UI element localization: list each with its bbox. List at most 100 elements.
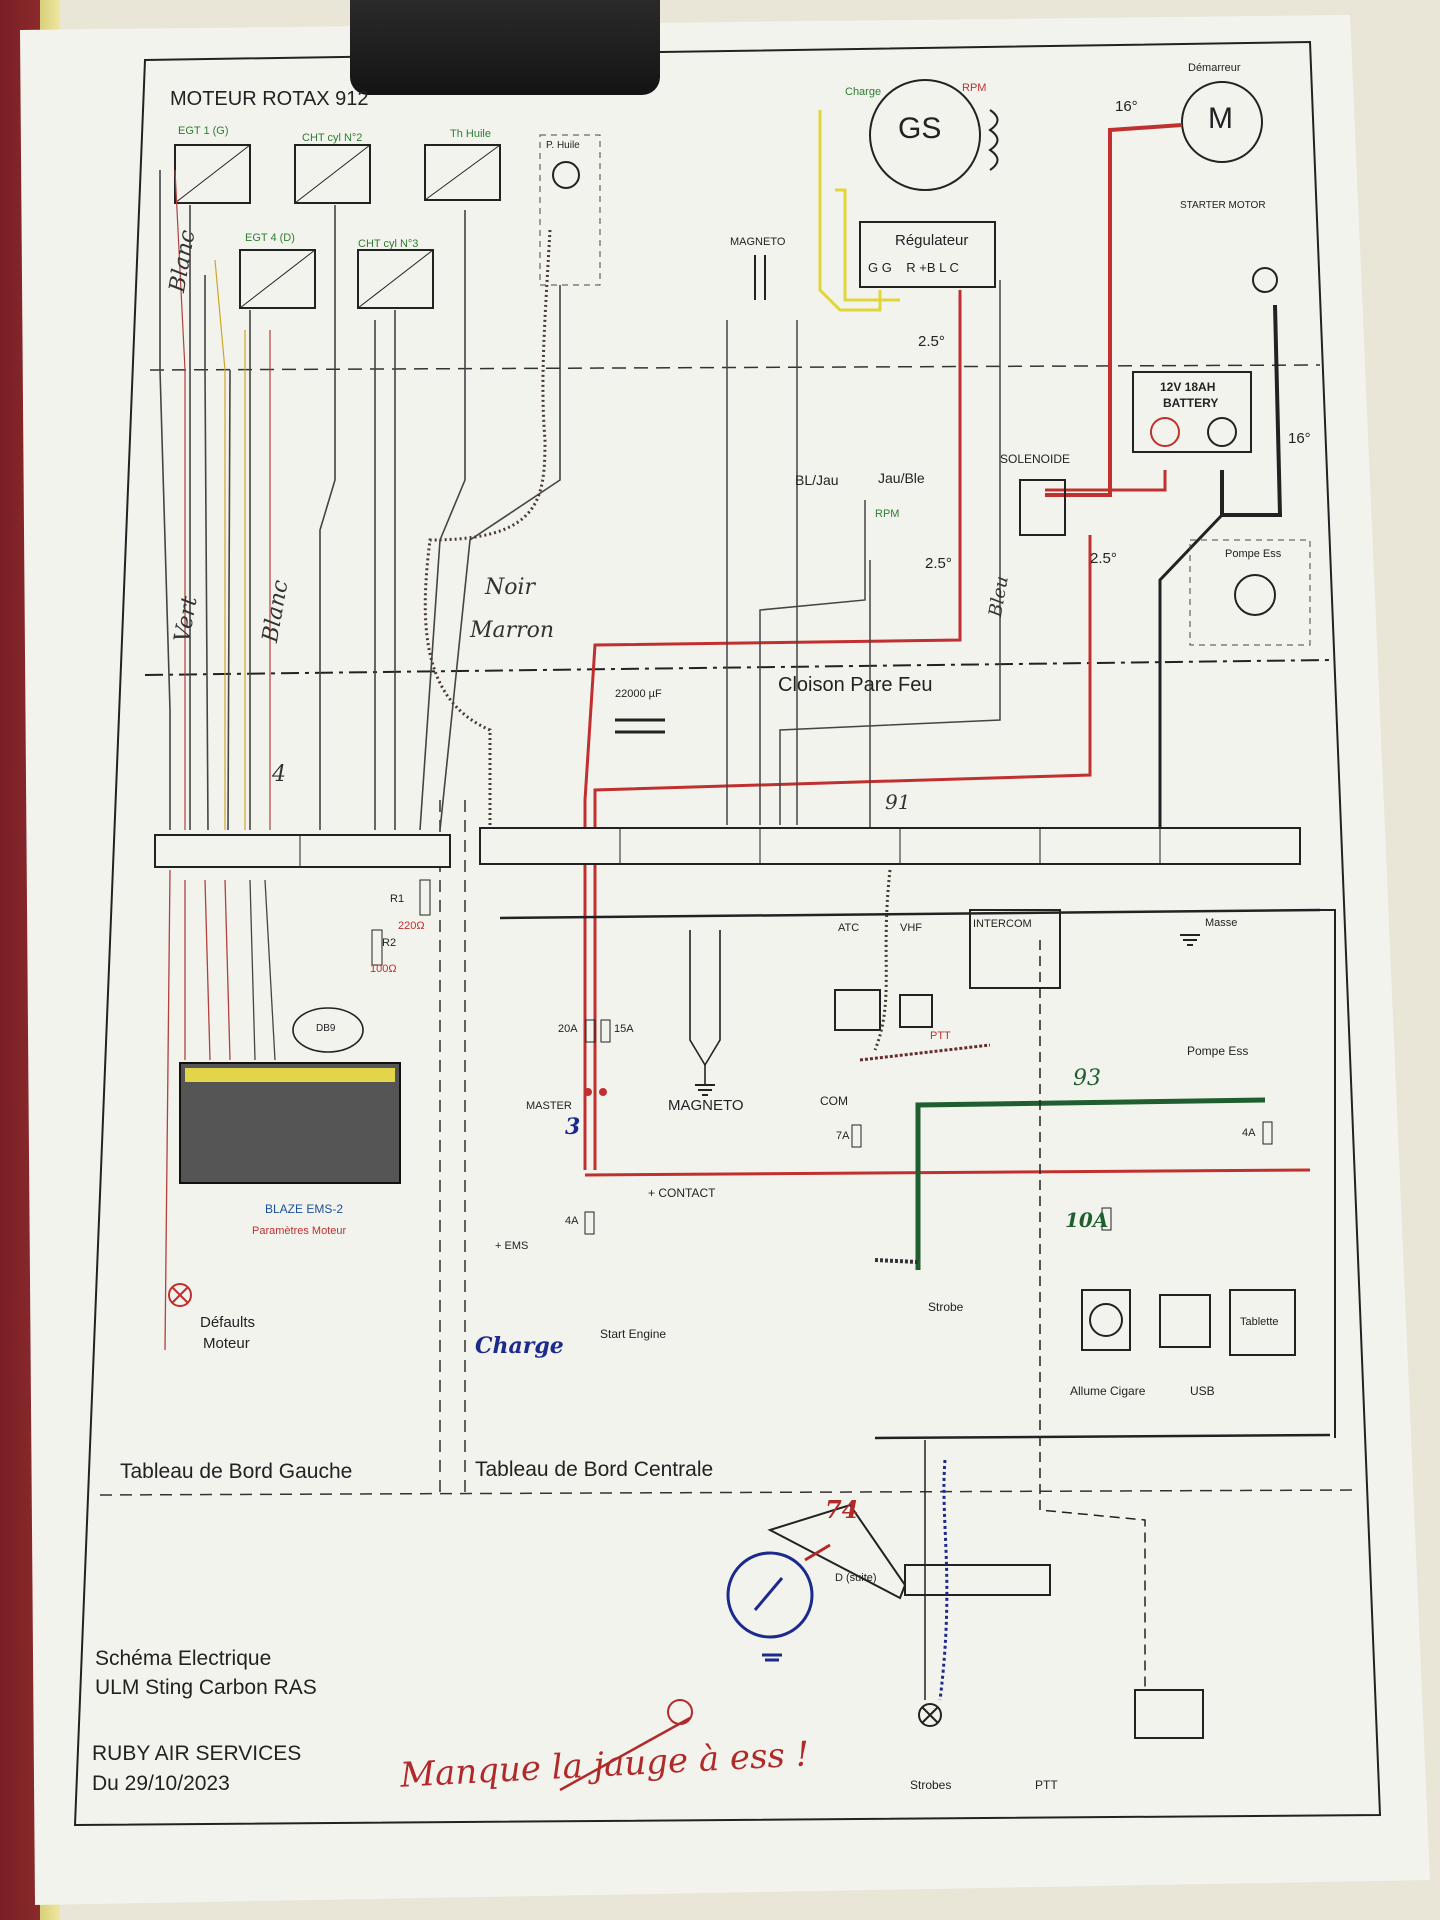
fuse-4a-pump-label: 4A — [1242, 1127, 1256, 1139]
hand-3: 3 — [565, 1114, 581, 1140]
sensor-th-huile — [424, 144, 501, 201]
hand-bleu: Bleu — [985, 574, 1013, 619]
label-th-huile: Th Huile — [450, 128, 491, 140]
hand-wire-strobe-blue — [938, 1459, 949, 1701]
fuse-10a — [1101, 1207, 1112, 1231]
main-ground-wire — [1158, 513, 1224, 840]
magneto-switch-label: MAGNETO — [668, 1097, 744, 1114]
hand-wire-ptt — [859, 1043, 991, 1062]
fuel-pump-box — [1189, 539, 1311, 646]
defaults-label: Défaults — [200, 1314, 256, 1331]
ptt-label: PTT — [1035, 1778, 1058, 1792]
start-engine-label: Start Engine — [600, 1327, 667, 1341]
hand-wire-brown — [423, 229, 552, 830]
fuel-pump-icon — [1234, 574, 1276, 616]
blaze-name: BLAZE EMS-2 — [265, 1202, 344, 1216]
paper-sheet — [20, 15, 1430, 1905]
ems-label: + EMS — [495, 1240, 529, 1252]
label-cht3: CHT cyl N°3 — [358, 238, 419, 250]
label-egt1: EGT 1 (G) — [178, 125, 229, 137]
center-wires — [726, 280, 1001, 830]
sensor-egt4 — [239, 249, 316, 309]
terminal-strip-c — [154, 834, 451, 868]
panel-left-label: Tableau de Bord Gauche — [120, 1460, 353, 1483]
hand-blanc-2: Blanc — [258, 578, 294, 645]
charge-label: Charge — [845, 86, 882, 98]
fuel-gauge-sketch — [726, 1551, 814, 1639]
wire-size-b: 2.5° — [925, 555, 952, 572]
resistor-r1 — [419, 879, 431, 916]
fuse-7a-label: 7A — [836, 1130, 850, 1142]
hand-10a: 10A — [1065, 1208, 1109, 1232]
hand-4: 4 — [272, 762, 286, 787]
pompe-ess-top: Pompe Ess — [1225, 548, 1282, 560]
hand-vert: Vert — [170, 594, 203, 645]
battery-ground-wire — [1220, 304, 1283, 517]
ground-icon-3 — [762, 1653, 782, 1662]
fuse-4a-ems — [584, 1211, 595, 1235]
solenoid-label: SOLENOIDE — [1000, 452, 1071, 466]
starter-angle: 16° — [1115, 98, 1138, 115]
fuse-15a-label: 15A — [614, 1023, 634, 1035]
terminal-strip-d-suite — [904, 1564, 1051, 1596]
handwritten-note: Manque la jauge à ess ! — [399, 1734, 811, 1796]
atc-transponder — [834, 989, 881, 1031]
default-warning-lamp — [168, 1283, 192, 1307]
fuse-4a-ems-label: 4A — [565, 1215, 579, 1227]
green-wire-93 — [915, 1097, 1266, 1270]
main-red-wire — [593, 535, 1092, 1170]
regulator-red-wire — [583, 290, 962, 1170]
hand-wire-radio — [873, 869, 892, 1051]
terminal-strip-d — [479, 827, 1301, 865]
sensor-wires — [159, 170, 561, 831]
usb-label: USB — [1190, 1384, 1215, 1398]
tablette-socket — [1229, 1289, 1296, 1356]
sensor-p-huile — [539, 134, 601, 286]
intercom-label: INTERCOM — [973, 918, 1032, 930]
hand-74: 74 — [825, 1495, 859, 1524]
terminal-strip-d-bent — [767, 1503, 907, 1600]
dashed-ptt-wire — [1039, 940, 1146, 1690]
fuse-7a — [851, 1124, 862, 1148]
sensor-cht3 — [357, 249, 434, 309]
fuse-20a-label: 20A — [558, 1023, 578, 1035]
d-suite-label: D (suite) — [835, 1572, 877, 1584]
starter-red-wire — [1045, 123, 1183, 497]
alternator-label: GS — [898, 112, 942, 145]
hand-charge: Charge — [475, 1333, 564, 1359]
alternator-gs — [869, 79, 999, 191]
yellow-charge-wire-2 — [835, 188, 900, 302]
master-switch — [584, 1088, 607, 1096]
starter-bottom-label: STARTER MOTOR — [1180, 200, 1266, 211]
footer-line3: RUBY AIR SERVICES — [92, 1742, 302, 1765]
label-cht2: CHT cyl N°2 — [302, 132, 363, 144]
blaze-sub: Paramètres Moteur — [252, 1225, 347, 1237]
ground-terminal — [1252, 267, 1278, 293]
strobes-lamp — [918, 1703, 942, 1727]
fuse-20a — [585, 1019, 596, 1043]
battery-line1: 12V 18AH — [1160, 380, 1216, 394]
hand-marron: Marron — [470, 618, 555, 643]
capacitor — [615, 718, 665, 734]
regulator-box — [859, 221, 996, 288]
label-p-huile: P. Huile — [546, 140, 580, 151]
hand-noir: Noir — [485, 575, 536, 600]
wire-jau-ble: Jau/Ble — [878, 470, 925, 486]
clipboard-clip — [350, 0, 660, 95]
wire-rpm: RPM — [875, 508, 900, 520]
magneto-top — [754, 255, 766, 300]
battery-red-wire — [1045, 470, 1167, 492]
regulator-label: Régulateur — [895, 232, 969, 249]
battery-line2: BATTERY — [1163, 396, 1219, 410]
master-label: MASTER — [526, 1100, 572, 1112]
engine-title: MOTEUR ROTAX 912 — [170, 88, 369, 110]
wire-bl-jau: BL/Jau — [795, 472, 839, 488]
battery-angle: 16° — [1288, 430, 1311, 447]
strobes-label: Strobes — [910, 1778, 952, 1792]
wire-size-c: 2.5° — [1090, 550, 1117, 567]
strobe-switch-label: Strobe — [928, 1300, 964, 1314]
note-arrow — [559, 1716, 691, 1792]
lower-ground-bus — [874, 1433, 1331, 1440]
footer-line1: Schéma Electrique — [95, 1647, 272, 1670]
